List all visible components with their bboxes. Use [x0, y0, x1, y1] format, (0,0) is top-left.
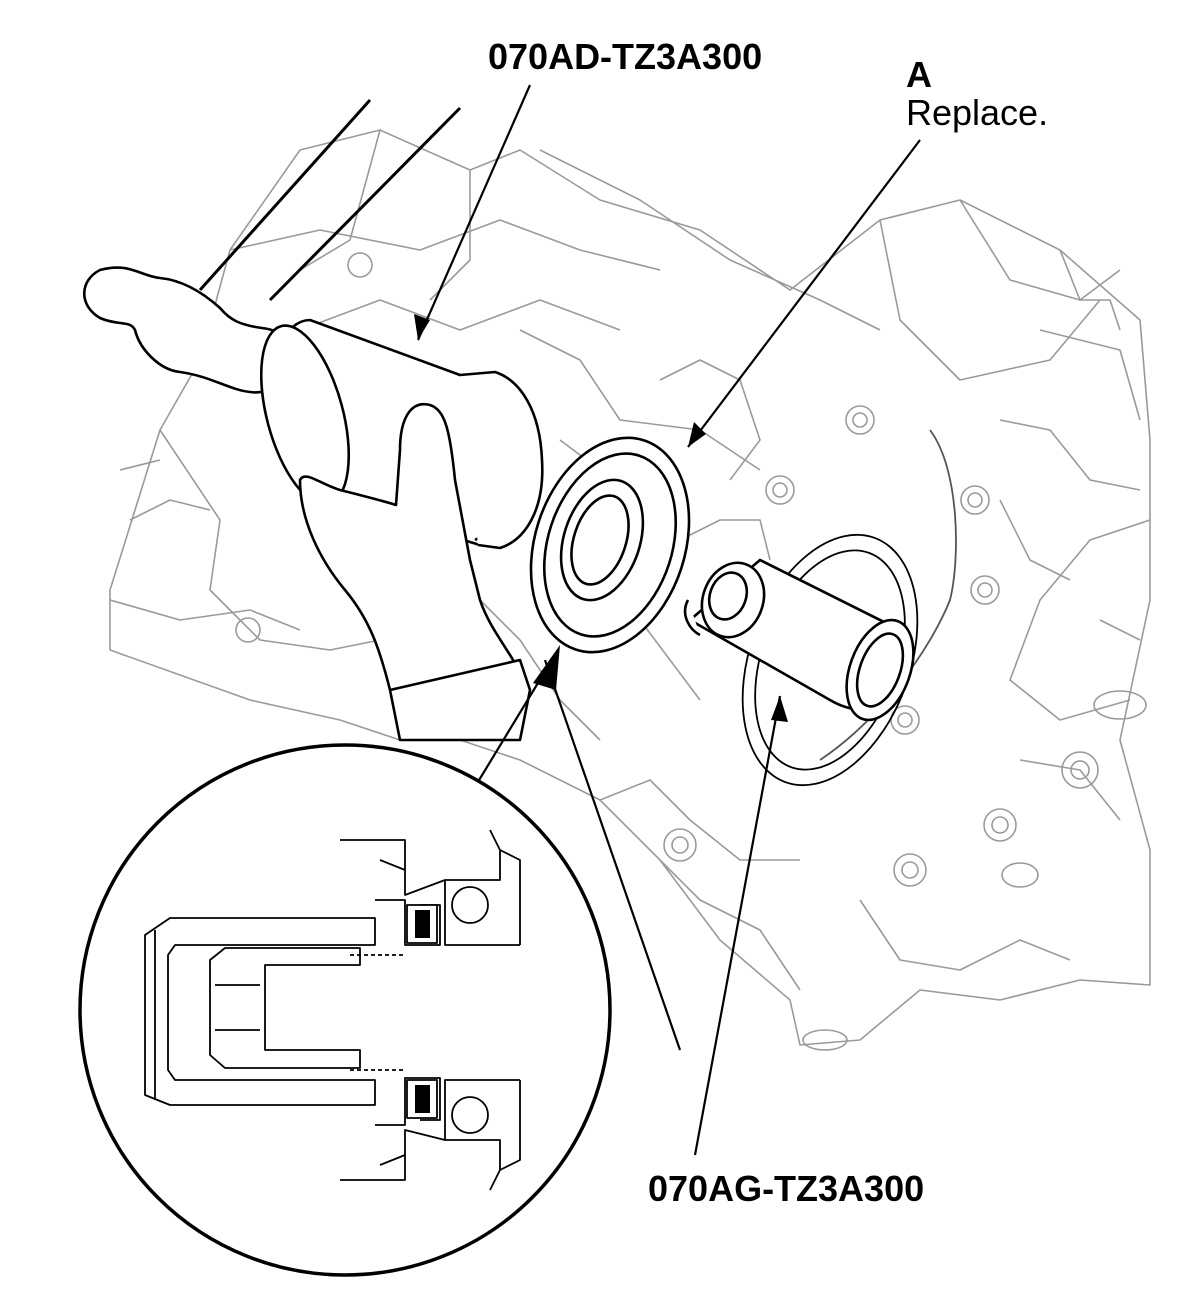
housing-bolt-bosses: [235, 252, 1147, 1051]
seal-cross-section: [144, 829, 521, 1191]
callout-letter-a: A: [906, 54, 932, 95]
oil-seal-a: [529, 436, 691, 654]
arrowheads: [414, 314, 788, 722]
technician-hand: [298, 402, 532, 742]
tool-label-upper: 070AD-TZ3A300: [488, 36, 763, 77]
installer-guide-070AG: [683, 558, 915, 722]
detail-view-circle: [78, 743, 612, 1277]
callout-note-replace: Replace.: [906, 92, 1049, 133]
tool-label-lower: 070AG-TZ3A300: [648, 1168, 925, 1209]
driver-handle-rods: [198, 98, 462, 302]
